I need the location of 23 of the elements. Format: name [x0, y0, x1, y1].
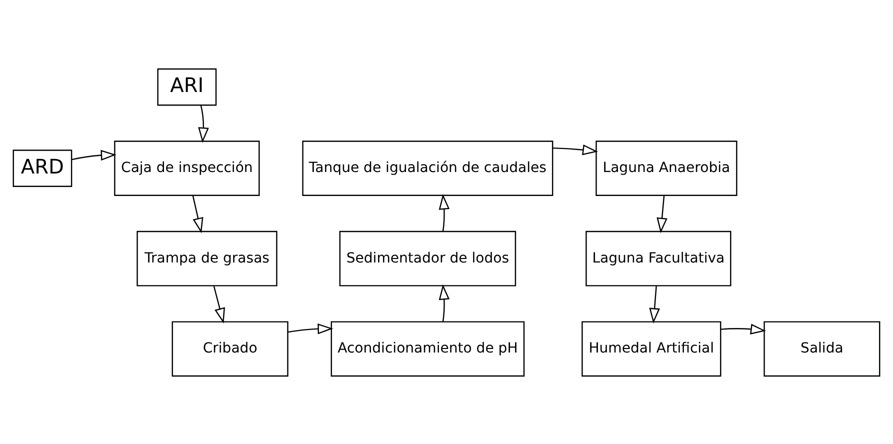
node-box: Trampa de grasas	[136, 230, 278, 286]
arrow	[649, 286, 660, 324]
node-box: ARD	[12, 149, 72, 186]
arrow	[288, 322, 334, 334]
arrow	[72, 149, 116, 160]
arrow	[198, 104, 209, 142]
arrow	[213, 285, 226, 323]
node-box: Laguna Anaerobia	[596, 140, 738, 196]
arrow	[656, 195, 668, 233]
arrow	[552, 144, 598, 155]
node-box: Cribado	[172, 320, 288, 376]
node-box: Laguna Facultativa	[586, 230, 732, 286]
node-box: Acondicionamiento de pH	[330, 320, 525, 376]
node-box: Salida	[764, 320, 880, 376]
arrow	[438, 284, 450, 322]
arrow	[720, 323, 766, 334]
node-box: Tanque de igualación de caudales	[302, 140, 554, 196]
node-box: Sedimentador de lodos	[339, 230, 516, 286]
node-box: Caja de inspección	[114, 140, 260, 196]
node-box: Humedal Artificial	[582, 320, 722, 376]
arrow	[192, 195, 204, 233]
node-box: ARI	[157, 68, 217, 106]
arrow	[438, 194, 450, 232]
